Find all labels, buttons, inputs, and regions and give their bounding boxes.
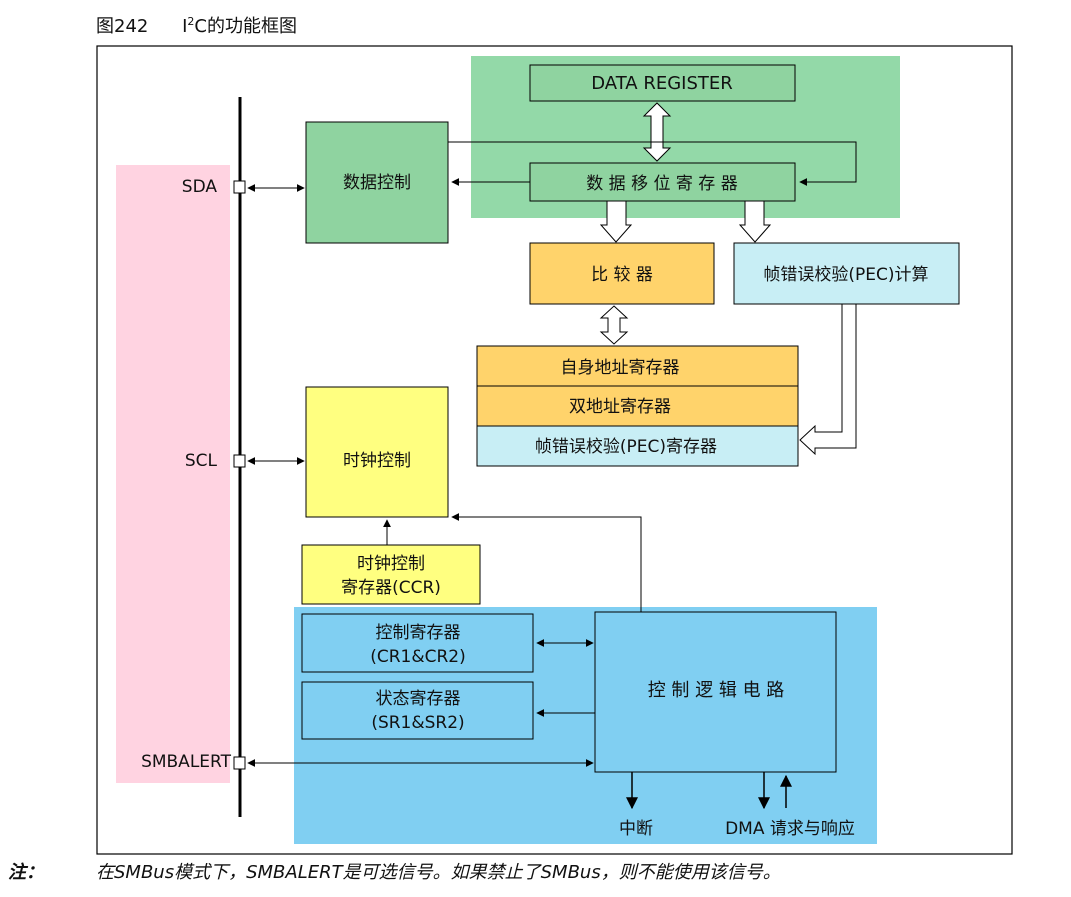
hollow-arrow-shift-comparator: [599, 200, 633, 243]
pin-label-smbalert: SMBALERT: [141, 752, 232, 772]
control-register-label-line1: 控制寄存器: [376, 623, 461, 643]
pec-register-block: [476, 425, 799, 467]
interrupt-label: 中断: [619, 819, 653, 839]
hollow-arrow-dr-shift: [642, 102, 672, 162]
pin-label-sda: SDA: [182, 177, 218, 197]
dual-address-register-block: [476, 385, 799, 427]
pin-scl: [233, 454, 246, 468]
clock-control-block: [305, 386, 449, 518]
ccr-block: [301, 544, 481, 605]
pec-calc-label: 帧错误校验(PEC)计算: [763, 265, 928, 285]
status-register-label-line2: (SR1&SR2): [371, 713, 464, 733]
dual-address-register-label: 双地址寄存器: [569, 397, 671, 417]
note-label: 注：: [8, 862, 44, 883]
comparator-block: [529, 242, 715, 305]
hollow-arrow-comparator-address: [599, 305, 629, 345]
control-logic-label: 控 制 逻 辑 电 路: [648, 680, 785, 701]
own-address-register-block: [476, 345, 799, 387]
diagram-frame: [96, 45, 1013, 855]
hollow-arrow-shift-pec: [738, 200, 772, 243]
clock-control-label: 时钟控制: [343, 451, 411, 471]
pec-register-label: 帧错误校验(PEC)寄存器: [535, 437, 717, 457]
data-register-block: [529, 64, 796, 102]
pin-sda: [233, 180, 246, 194]
figure-caption-suffix: C的功能框图: [194, 16, 297, 37]
pin-smbalert: [233, 756, 246, 770]
ccr-label-line1: 时钟控制: [357, 554, 425, 574]
pec-calc-block: [733, 242, 960, 305]
note-text: 在SMBus模式下，SMBALERT是可选信号。如果禁止了SMBus，则不能使用…: [96, 862, 781, 883]
hollow-arrow-pec-calc-register: [799, 303, 857, 456]
figure-caption-superscript: 2: [187, 15, 195, 28]
data-shift-register-block: [529, 162, 796, 202]
logic-clock-arrow: [451, 513, 642, 612]
data-control-block: [305, 121, 449, 244]
figure-number: 图242: [96, 16, 149, 37]
figure-title: 图242 I2C的功能框图: [96, 12, 297, 38]
dma-label: DMA 请求与响应: [725, 819, 855, 839]
own-address-register-label: 自身地址寄存器: [561, 358, 680, 378]
data-control-label: 数据控制: [343, 173, 411, 193]
data-register-label: DATA REGISTER: [591, 73, 733, 94]
control-register-block: [301, 613, 534, 673]
pin-label-scl: SCL: [185, 451, 218, 471]
data-shift-register-label: 数 据 移 位 寄 存 器: [586, 174, 737, 194]
control-logic-block: [594, 611, 837, 773]
pink-bus-region: [116, 165, 230, 783]
control-register-label-line2: (CR1&CR2): [370, 647, 466, 667]
ccr-label-line2: 寄存器(CCR): [341, 578, 441, 598]
control-to-shift-loop: [448, 141, 857, 186]
status-register-label-line1: 状态寄存器: [376, 689, 461, 709]
status-register-block: [301, 681, 534, 740]
figure-caption-prefix: I: [182, 16, 188, 37]
comparator-label: 比 较 器: [591, 265, 653, 285]
